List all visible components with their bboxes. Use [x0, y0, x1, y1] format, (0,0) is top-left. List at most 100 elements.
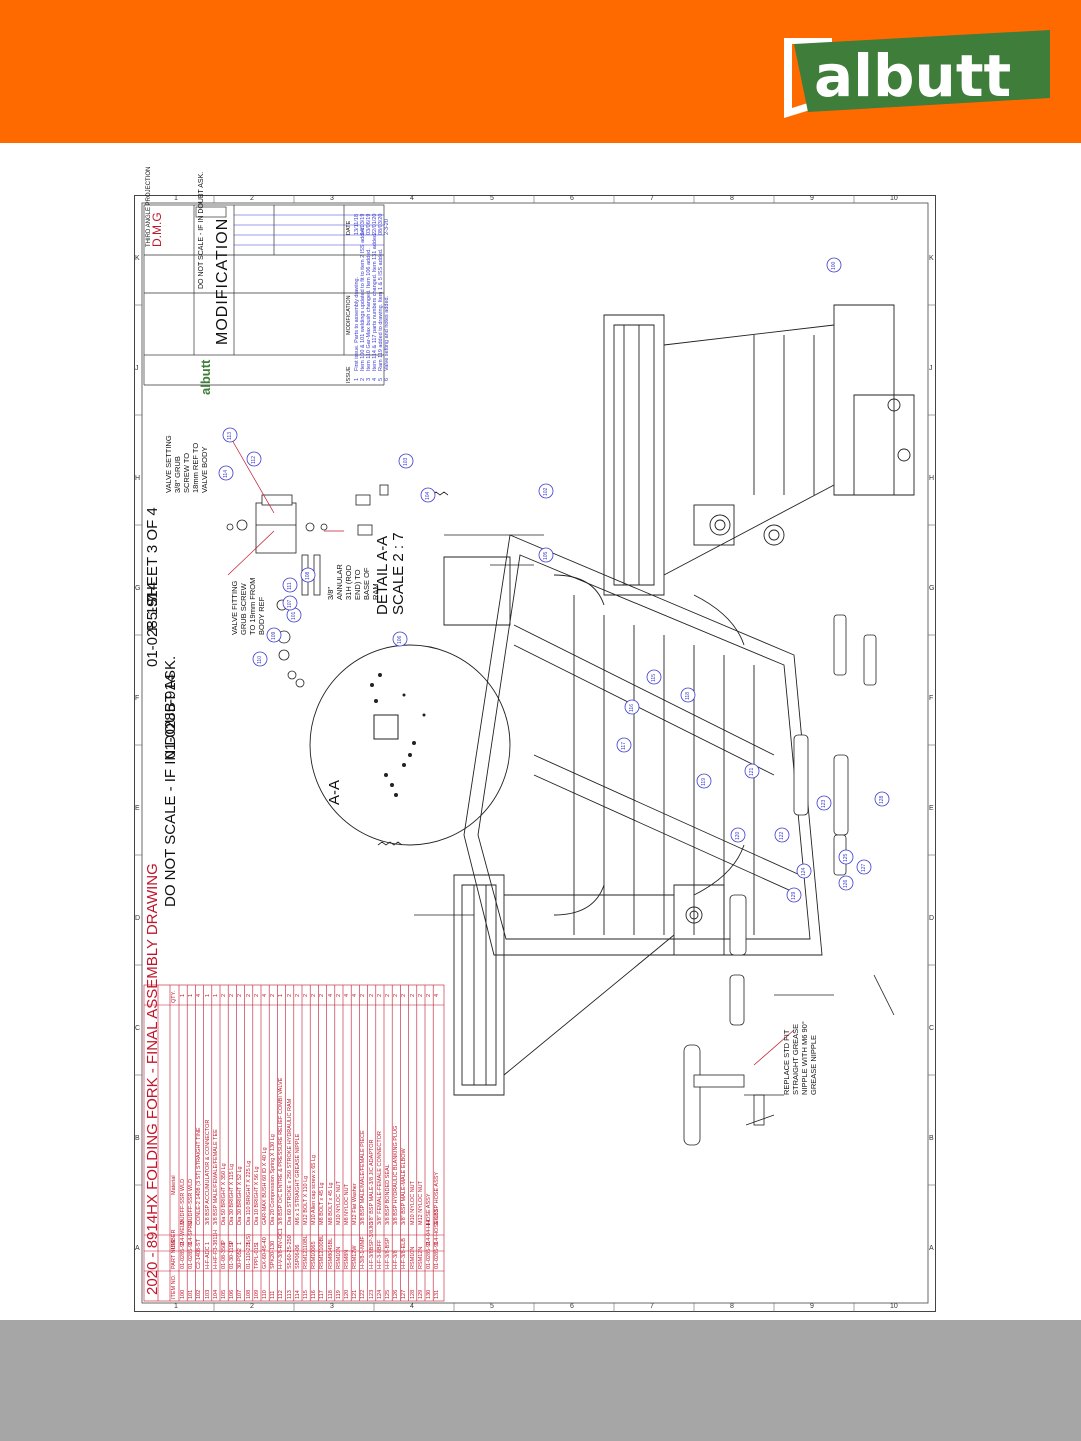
bom-row-material: 3/8" BSP MALE-3/8 JIC ADAPTOR: [368, 1139, 375, 1225]
bom-row-item: 123: [368, 1289, 375, 1299]
bom-row-part: RSM8045BL: [327, 1237, 334, 1269]
bom-row-part: H-F-3/8-BSP: [385, 1237, 391, 1269]
grid-label-bottom: 6: [570, 1303, 574, 1310]
grid-label-left: H: [135, 475, 141, 482]
sheet-number: SHEET 3 OF 4: [144, 507, 161, 607]
grid-label-right: G: [929, 585, 935, 592]
third-angle-label: THIRD ANGLE PROJECTION: [146, 166, 152, 247]
bom-row-part: H-F-3/8-ELB: [401, 1238, 408, 1269]
bom-row-item: 118: [327, 1290, 334, 1299]
bom-row-item: 115: [303, 1290, 309, 1299]
grid-label-left: G: [135, 585, 141, 592]
bom-row-qty: 4: [262, 993, 268, 997]
bom-row-item: 114: [294, 1290, 301, 1299]
bom-row-iss: 1: [253, 1241, 260, 1245]
bom-row-item: 121: [352, 1289, 359, 1299]
bom-row-material: M12 NYLOC NUT: [417, 1180, 424, 1225]
bom-row-item: 106: [229, 1289, 236, 1299]
bom-row-item: 107: [237, 1289, 244, 1299]
grid-label-bottom: 7: [650, 1303, 654, 1310]
grid-label-bottom: 9: [810, 1303, 814, 1310]
bom-row-part: RSM8N: [344, 1249, 350, 1269]
bom-row-part: RSM10065: [311, 1241, 318, 1269]
bom-row-iss: 1: [204, 1241, 211, 1245]
balloon-label: 102: [543, 487, 549, 496]
balloon-label: 115: [651, 674, 657, 682]
bom-row-item: 102: [196, 1289, 203, 1299]
modification-title: MODIFICATION: [214, 217, 231, 345]
bom-row-item: 100: [180, 1289, 186, 1299]
grid-label-right: F: [929, 695, 934, 702]
callout-annular: 3/8" ANNULAR 31H (ROD END) TO BASE OF RA…: [326, 564, 380, 600]
drawing-sheet: 2020 - 8914HX FOLDING FORK - FINAL ASSEM…: [134, 167, 936, 1312]
bom-header-iss: ISS: [171, 1240, 177, 1249]
albutt-logo: albutt: [784, 30, 1050, 118]
balloon-label: 111: [287, 582, 293, 590]
bom-row-part: RSM12N: [417, 1246, 424, 1269]
grid-label-left: K: [135, 255, 140, 262]
bom-row-item: 130: [426, 1289, 432, 1299]
bom-row-part: TPPL-015: [253, 1244, 260, 1269]
bom-header-part: PART NUMBER: [171, 1229, 177, 1269]
bom-row-part: C2-1408-ST: [196, 1239, 203, 1269]
balloon-label: 122: [779, 831, 785, 840]
bom-row-item: 113: [286, 1290, 293, 1299]
bom-row-item: 110: [262, 1290, 268, 1299]
bom-row-qty: 2: [221, 993, 227, 997]
balloon-label: 105: [543, 551, 549, 560]
bom-row-material: 3/8" BSP MALE-MALE ELBOW: [401, 1148, 408, 1225]
balloon-label: 120: [735, 831, 741, 840]
bom-row-qty: 2: [401, 993, 408, 997]
view-label: A-A: [326, 779, 343, 805]
bom-row-material: M10 NYLOC NUT: [335, 1180, 342, 1225]
grid-label-top: 10: [890, 195, 898, 202]
bom-row-part: RSM10N: [409, 1246, 416, 1269]
grid-label-left: A: [135, 1245, 140, 1252]
grid-label-right: J: [929, 365, 933, 372]
balloon-label: 108: [305, 571, 311, 580]
bom-row-material: 3/8 BSP HOSE ASSY: [434, 1171, 441, 1225]
bom-row-material: Dia 50 BRIGHT X 350 Lg: [221, 1163, 227, 1225]
bom-row-part: RSM12100BL: [319, 1234, 326, 1269]
bom-row-iss: 1: [237, 1241, 244, 1245]
bom-row-qty: 2: [417, 993, 424, 997]
bom-row-qty: 2: [426, 993, 432, 997]
bom-row-qty: 2: [286, 993, 293, 997]
grid-label-bottom: 10: [890, 1303, 898, 1310]
title-block-note: DO NOT SCALE - IF IN DOUBT ASK.: [198, 171, 205, 289]
bom-row-qty: 2: [319, 993, 326, 997]
bom-row-material: 3/8 BSP ACCUMULATOR & CONNECTOR: [204, 1119, 211, 1225]
bom-row-material: M12 BOLT X 110 Lg: [303, 1175, 309, 1225]
bom-row-part: H-HF-F3-3811H: [212, 1229, 219, 1269]
balloon-label: 119: [701, 778, 707, 786]
bom-row-qty: 2: [229, 993, 236, 997]
bom-row-material: MUDFF-SSR WLD: [188, 1178, 195, 1225]
bom-row-part: S5P06-06: [294, 1244, 301, 1269]
grid-label-right: E: [929, 805, 934, 812]
bom-row-item: 131: [434, 1289, 441, 1299]
bom-row-qty: 4: [327, 993, 334, 997]
bom-row-material: GAR-MAX BUSH 60 ID X 40 Lg: [262, 1147, 268, 1225]
grid-label-left: B: [135, 1135, 140, 1142]
bom-row-material: Dia 60 STROKE x 250 STROKE HYDRAULIC RAM: [286, 1098, 293, 1225]
drawing-art: [134, 195, 936, 1312]
bom-row-iss: 2: [180, 1241, 186, 1245]
grid-label-top: 4: [410, 195, 414, 202]
balloon-label: 112: [251, 456, 257, 464]
mod-row-issue: 6: [384, 377, 390, 381]
bom-row-item: 103: [204, 1289, 211, 1299]
sheet-size: F: [144, 621, 161, 631]
bom-row-material: CONLE-2 1408 (3 ST) STRAIGHT TINE: [196, 1127, 203, 1225]
bom-row-qty: 1: [204, 993, 211, 997]
bom-row-material: 3/8 BSP O/C ENTRE & PRESSURE RELIEF COMB…: [278, 1077, 285, 1225]
bom-row-material: 3/8 BSP MALE/MALE/FEMALE PIECE: [360, 1130, 367, 1225]
bom-row-iss: 1: [245, 1241, 252, 1245]
grid-label-top: 6: [570, 195, 574, 202]
balloon-label: 127: [861, 863, 867, 872]
bom-row-item: 119: [335, 1290, 342, 1299]
bom-row-qty: 2: [393, 993, 400, 997]
grid-label-bottom: 5: [490, 1303, 494, 1310]
mod-row-text: Valve setting and notes added.: [384, 295, 390, 371]
balloon-label: 125: [843, 853, 849, 862]
grid-label-left: F: [135, 695, 140, 702]
